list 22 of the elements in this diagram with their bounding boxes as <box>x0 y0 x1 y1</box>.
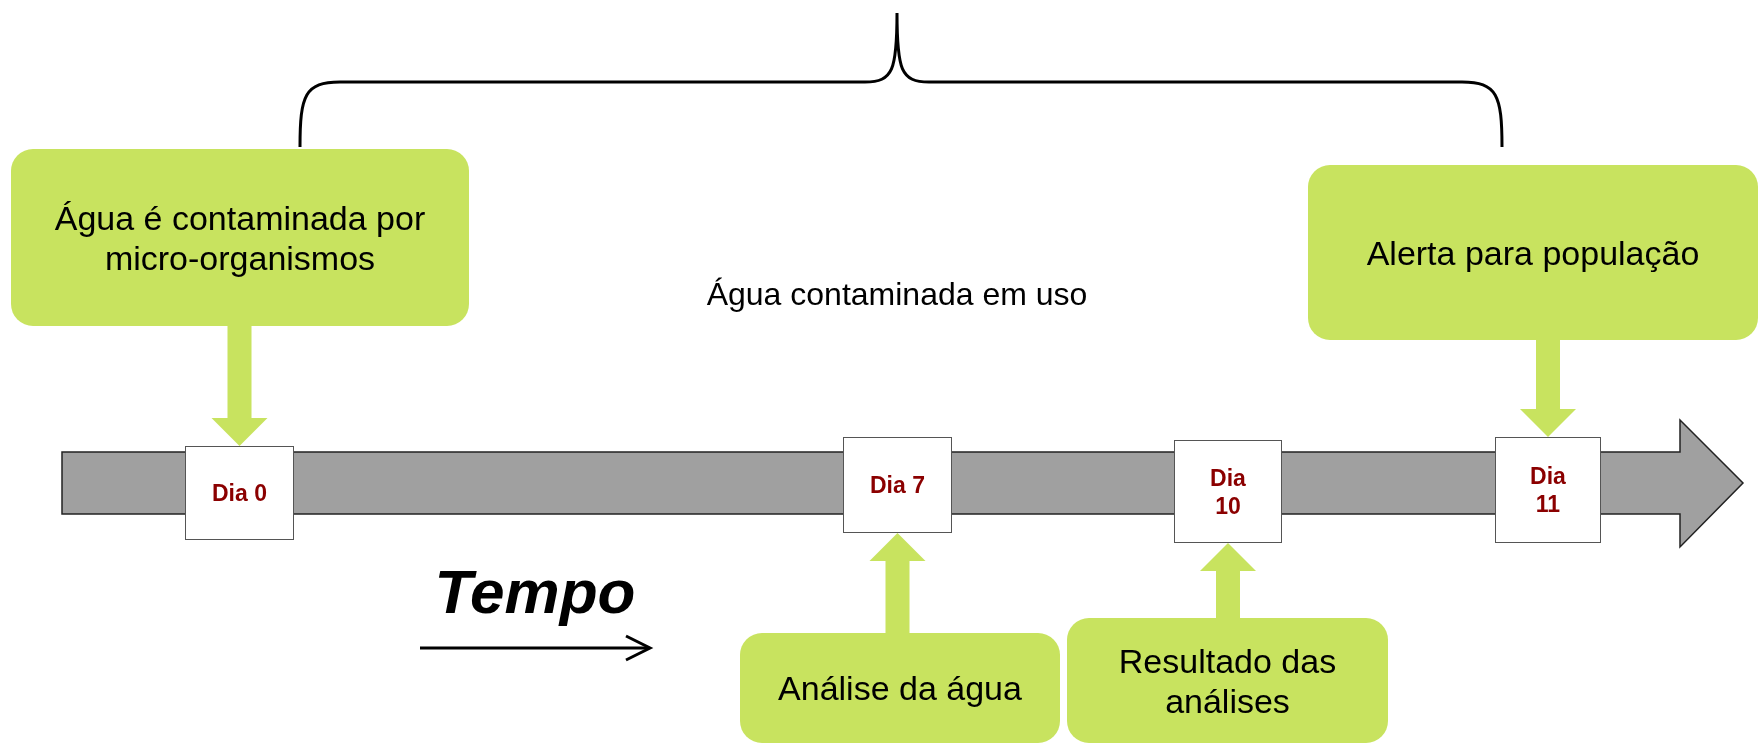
event-box <box>1308 165 1758 340</box>
event-box <box>740 633 1060 743</box>
event-box <box>1067 618 1388 743</box>
axis-label: Tempo <box>434 555 636 627</box>
event-text: Dia 10 <box>1209 463 1247 520</box>
day-marker-box <box>1495 437 1601 543</box>
timeline-caption: Água contaminada em uso <box>706 275 1088 313</box>
event-text: Alerta para população <box>1366 232 1700 273</box>
block-arrow <box>1200 543 1256 618</box>
event-text: Água é contaminada por micro-organismos <box>53 197 427 278</box>
event-text: Dia 0 <box>211 479 268 507</box>
event-text: Análise da água <box>778 668 1022 708</box>
event-box <box>11 149 469 326</box>
event-text: Resultado das análises <box>1117 640 1338 721</box>
block-arrow <box>869 533 926 633</box>
block-arrow <box>1520 340 1576 437</box>
day-marker-box <box>185 446 294 540</box>
day-marker-box <box>1174 440 1282 543</box>
event-text: Dia 7 <box>869 471 926 499</box>
event-text: Dia 11 <box>1529 462 1567 518</box>
block-arrow <box>211 326 268 446</box>
day-marker-box <box>843 437 952 533</box>
